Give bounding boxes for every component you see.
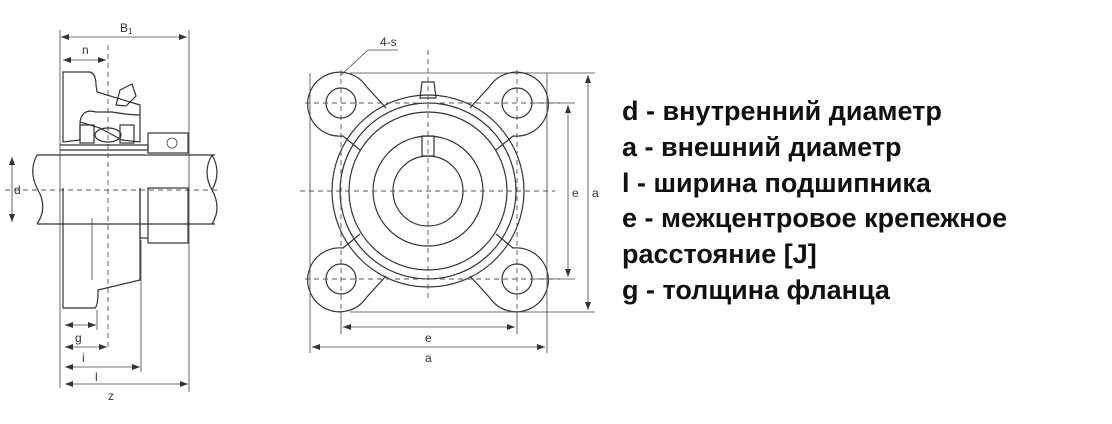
- grease-nipple-icon: [115, 83, 137, 107]
- e-horizontal-label: e: [425, 331, 432, 345]
- n-label: n: [82, 43, 89, 57]
- a-vertical-label: a: [592, 186, 599, 200]
- b1-label: B1: [120, 21, 133, 36]
- z-label: z: [108, 389, 114, 403]
- legend-line-d: d - внутренний диаметр: [622, 96, 942, 126]
- front-view: 4-s e a e a: [300, 35, 599, 365]
- legend-line-a: a - внешний диаметр: [622, 131, 902, 162]
- side-view: B1 n d g i l: [5, 21, 220, 403]
- g-label: g: [75, 331, 82, 345]
- holes-label: 4-s: [380, 35, 397, 49]
- e-vertical-label: e: [572, 186, 579, 200]
- dimension-legend: d - внутренний диаметр a - внешний диаме…: [622, 94, 1007, 309]
- a-horizontal-label: a: [425, 351, 432, 365]
- legend-line-e: e - межцентровое крепежное: [622, 203, 1008, 234]
- legend-line-e-cont: расстояние [J]: [622, 239, 817, 270]
- grease-nipple-icon: [419, 81, 437, 99]
- d-label: d: [14, 183, 21, 197]
- i-label: i: [82, 351, 85, 365]
- legend-line-l: l - ширина подшипника: [622, 167, 931, 198]
- l-label: l: [95, 370, 98, 384]
- legend-line-g: g - толщина фланца: [622, 274, 890, 305]
